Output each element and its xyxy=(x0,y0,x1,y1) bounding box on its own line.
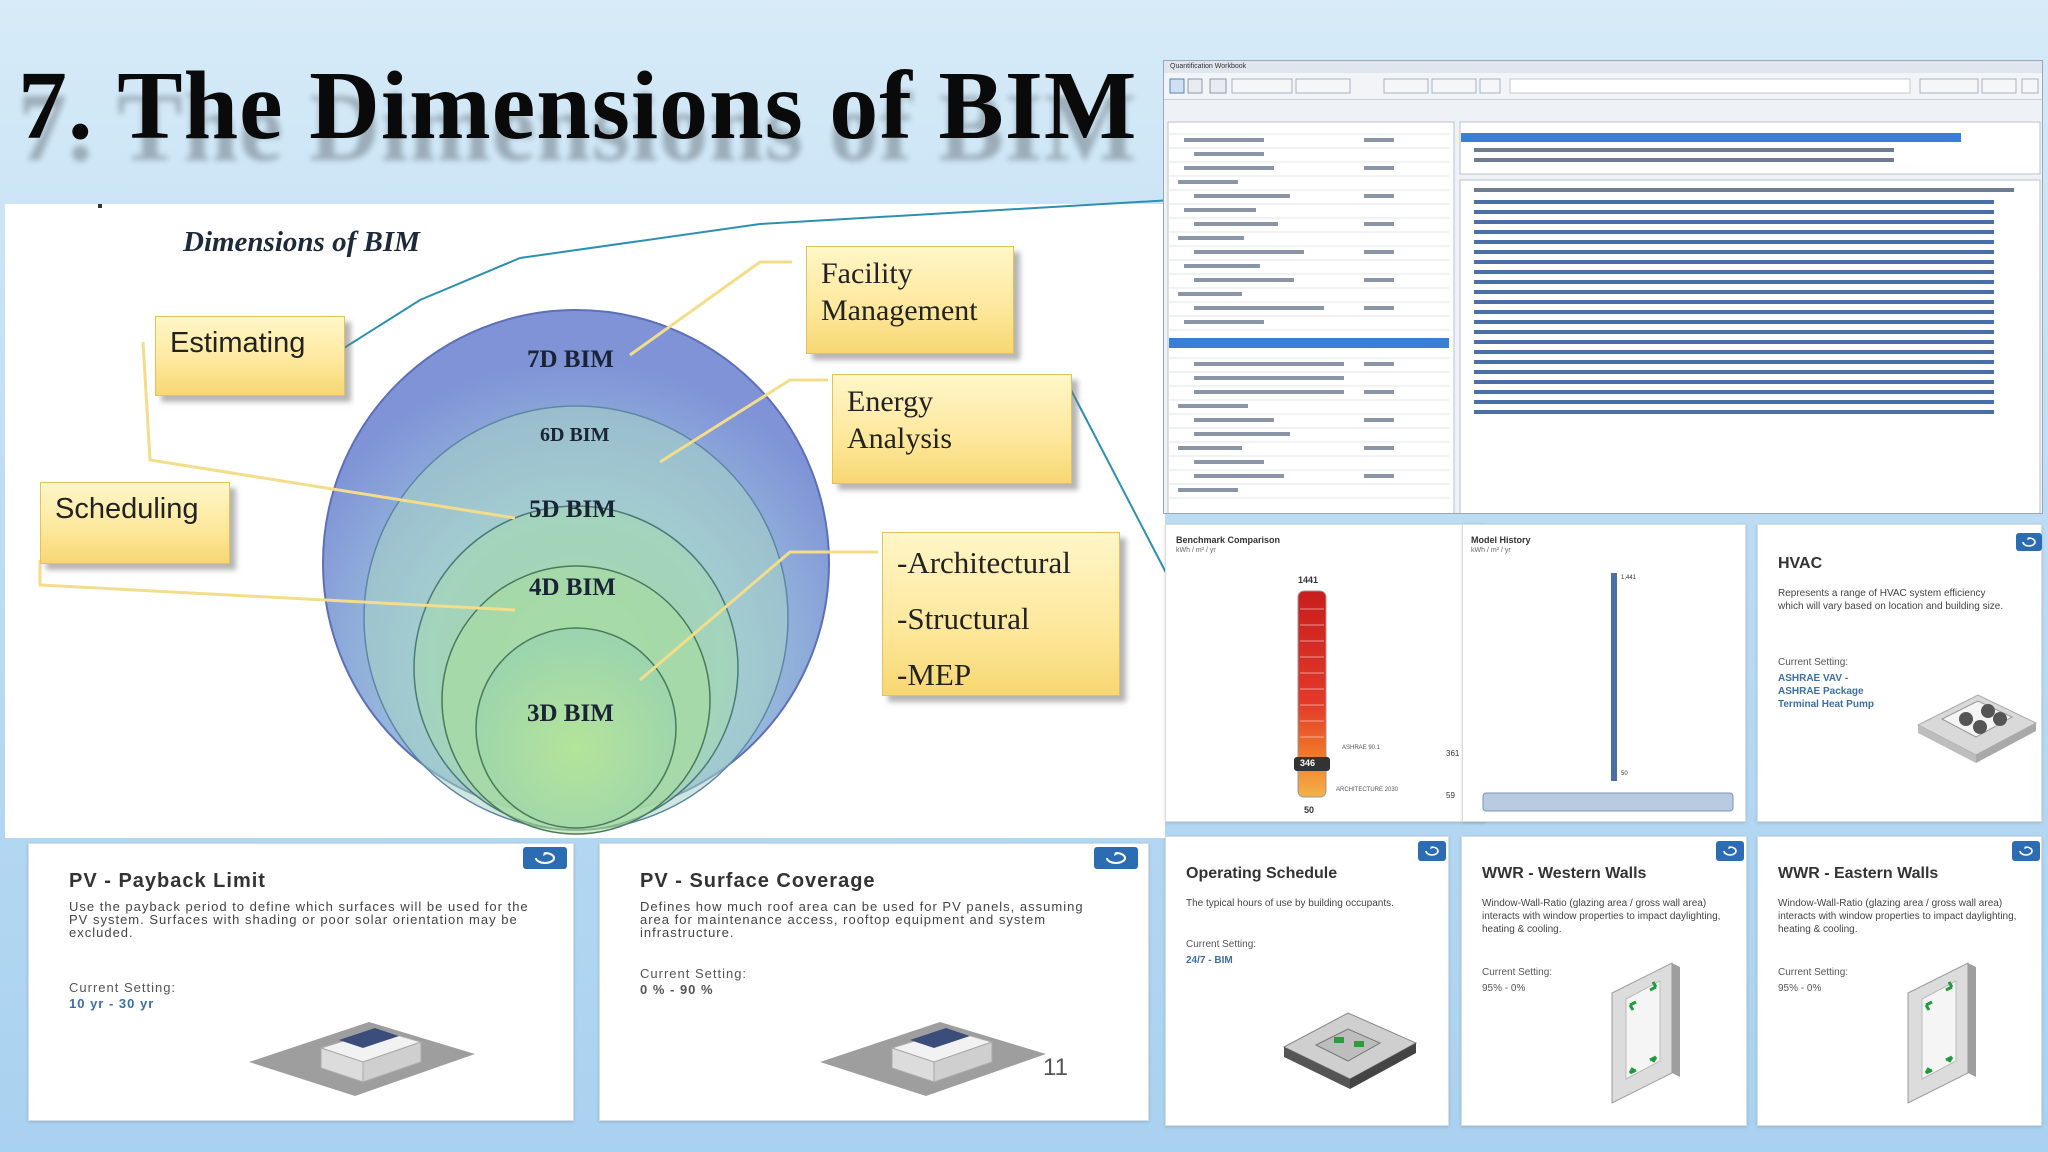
history-chart xyxy=(1482,573,1734,812)
estimating-box: Estimating xyxy=(155,316,345,396)
wwr-east-setting-label: Current Setting: xyxy=(1778,967,1849,978)
disciplines-box: -Architectural -Structural -MEP xyxy=(882,532,1120,696)
refresh-tag-icon[interactable] xyxy=(523,847,567,869)
window-title: Quantification Workbook xyxy=(1164,61,2042,73)
benchmark-ref1-label: ASHRAE 90.1 xyxy=(1342,745,1381,751)
energy-line-1: Energy xyxy=(847,385,934,418)
pv-payback-setting-label: Current Setting: xyxy=(69,980,177,995)
history-unit: kWh / m² / yr xyxy=(1471,547,1511,554)
operating-schedule-card: Operating Schedule The typical hours of … xyxy=(1165,836,1449,1126)
hvac-card: HVAC Represents a range of HVAC system e… xyxy=(1757,524,2042,822)
refresh-tag-icon[interactable] xyxy=(2016,533,2042,551)
benchmark-ref2-value: 59 xyxy=(1446,791,1455,800)
pv-payback-desc: Use the payback period to define which s… xyxy=(69,899,529,940)
connector-scheduling xyxy=(38,560,516,612)
label-7d-bim: 7D BIM xyxy=(527,346,614,373)
benchmark-current-value: 346 xyxy=(1300,758,1316,768)
operating-desc: The typical hours of use by building occ… xyxy=(1186,898,1394,909)
hvac-setting-value-1: ASHRAE VAV - xyxy=(1778,673,1849,684)
toolbar-buttons xyxy=(1169,78,2039,94)
pv-coverage-setting-value: 0 % - 90 % xyxy=(640,982,714,997)
label-5d-bim: 5D BIM xyxy=(529,496,616,523)
benchmark-title: Benchmark Comparison xyxy=(1176,535,1281,545)
wwr-east-desc: Window-Wall-Ratio (glazing area / gross … xyxy=(1778,898,2017,935)
hvac-title: HVAC xyxy=(1778,555,1823,572)
wwr-west-setting-label: Current Setting: xyxy=(1482,967,1553,978)
wwr-west-title: WWR - Western Walls xyxy=(1482,865,1647,882)
benchmark-unit: kWh / m² / yr xyxy=(1176,547,1216,554)
label-6d-bim: 6D BIM xyxy=(540,424,610,446)
model-history-card: Model History kWh / m² / yr 1,441 50 xyxy=(1462,524,1746,822)
bullet-dot xyxy=(98,204,102,208)
facility-line-1: Facility xyxy=(821,257,913,290)
discipline-architectural: -Architectural xyxy=(897,545,1071,580)
facility-line-2: Management xyxy=(821,294,978,327)
floor-plan-icon xyxy=(1282,1012,1418,1089)
pv-coverage-desc: Defines how much roof area can be used f… xyxy=(640,899,1084,940)
label-3d-bim: 3D BIM xyxy=(527,700,614,727)
takeoff-tree-and-grid xyxy=(1164,100,2042,513)
wwr-east-title: WWR - Eastern Walls xyxy=(1778,865,1939,882)
connector-energy xyxy=(659,378,828,464)
discipline-structural: -Structural xyxy=(897,601,1030,636)
pv-payback-card: PV - Payback Limit Use the payback perio… xyxy=(28,843,574,1121)
history-title: Model History xyxy=(1471,535,1531,545)
benchmark-ref1-value: 361 xyxy=(1446,749,1460,758)
discipline-mep: -MEP xyxy=(897,657,972,692)
refresh-tag-icon[interactable] xyxy=(2012,841,2040,861)
wwr-west-desc: Window-Wall-Ratio (glazing area / gross … xyxy=(1482,898,1721,935)
hvac-setting-value-3: Terminal Heat Pump xyxy=(1778,699,1874,710)
building-solar-icon xyxy=(820,1022,1046,1096)
energy-analysis-box: Energy Analysis xyxy=(832,374,1072,484)
refresh-tag-icon[interactable] xyxy=(1094,847,1138,869)
scheduling-label: Scheduling xyxy=(55,493,199,525)
hvac-desc: Represents a range of HVAC system effici… xyxy=(1778,588,2004,612)
label-4d-bim: 4D BIM xyxy=(529,574,616,601)
hvac-setting-value-2: ASHRAE Package xyxy=(1778,686,1864,697)
callout-line-estimating xyxy=(324,199,1173,361)
toolbar xyxy=(1164,73,2042,100)
pv-payback-title: PV - Payback Limit xyxy=(69,870,266,892)
pv-coverage-setting-label: Current Setting: xyxy=(640,966,748,981)
connector-facility xyxy=(629,260,792,357)
refresh-tag-icon[interactable] xyxy=(1418,841,1446,861)
wwr-western-card: WWR - Western Walls Window-Wall-Ratio (g… xyxy=(1461,836,1747,1126)
callout-line-energy xyxy=(1069,387,1176,591)
wwr-eastern-card: WWR - Eastern Walls Window-Wall-Ratio (g… xyxy=(1757,836,2042,1126)
building-solar-icon xyxy=(249,1022,475,1096)
connector-estimating xyxy=(141,341,516,520)
benchmark-top-value: 1441 xyxy=(1298,575,1319,585)
quantification-window: Quantification Workbook xyxy=(1163,60,2043,514)
page-number: 11 xyxy=(1043,1054,1068,1081)
ring-3d xyxy=(475,627,677,829)
operating-title: Operating Schedule xyxy=(1186,865,1338,882)
pv-coverage-title: PV - Surface Coverage xyxy=(640,870,876,892)
hvac-setting-label: Current Setting: xyxy=(1778,657,1849,668)
pv-payback-setting-value: 10 yr - 30 yr xyxy=(69,996,155,1011)
refresh-tag-icon[interactable] xyxy=(1716,841,1744,861)
facility-management-box: Facility Management xyxy=(806,246,1014,354)
benchmark-comparison-card: Benchmark Comparison kWh / m² / yr 1441 … xyxy=(1165,524,1485,822)
slide-title: 7. The Dimensions of BIM xyxy=(18,52,1138,160)
pv-coverage-card: PV - Surface Coverage Defines how much r… xyxy=(599,843,1149,1121)
history-top-value: 1,441 xyxy=(1621,575,1637,581)
history-bottom-value: 50 xyxy=(1621,771,1628,777)
wwr-west-setting-value: 95% - 0% xyxy=(1482,983,1526,994)
benchmark-bottom-value: 50 xyxy=(1304,805,1315,815)
benchmark-gauge-bar xyxy=(1294,590,1330,798)
hvac-unit-icon xyxy=(1916,694,2038,763)
operating-setting-label: Current Setting: xyxy=(1186,939,1257,950)
wwr-east-setting-value: 95% - 0% xyxy=(1778,983,1822,994)
benchmark-ref2-label: ARCHITECTURE 2030 xyxy=(1336,787,1399,793)
wall-window-icon xyxy=(1611,962,1680,1104)
energy-line-2: Analysis xyxy=(847,422,952,455)
estimating-label: Estimating xyxy=(170,327,306,359)
scheduling-box: Scheduling xyxy=(40,482,230,564)
wall-window-icon xyxy=(1907,962,1976,1104)
diagram-heading: Dimensions of BIM xyxy=(183,226,420,258)
operating-setting-value: 24/7 - BIM xyxy=(1186,955,1233,966)
connector-3d xyxy=(639,550,878,682)
